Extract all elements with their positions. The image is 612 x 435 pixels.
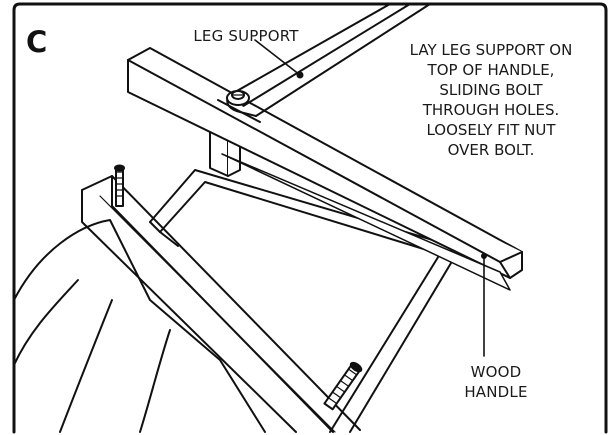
- wood-handle-label-line: WOOD: [470, 363, 522, 381]
- chair-cushion-seam: [139, 329, 171, 433]
- chair-cushion: [13, 219, 266, 433]
- bottom-bolt: [323, 361, 363, 411]
- leg-support-leader: [254, 39, 301, 76]
- wood-handle-label-line: HANDLE: [464, 383, 528, 401]
- instruction-line: TOP OF HANDLE,: [427, 61, 555, 79]
- instruction-line: THROUGH HOLES.: [422, 101, 560, 119]
- chair-cushion-curve-2: [59, 299, 113, 433]
- leg-support-label: LEG SUPPORT: [193, 27, 299, 45]
- instruction-line: LAY LEG SUPPORT ON: [409, 41, 573, 59]
- top-bolt-nut: [226, 90, 250, 106]
- step-letter: C: [26, 25, 48, 59]
- instruction-text: LAY LEG SUPPORT ON TOP OF HANDLE, SLIDIN…: [386, 40, 596, 160]
- panel-frame: [12, 2, 608, 434]
- leg-support-bar: [217, 3, 431, 123]
- chair-cushion-curve: [13, 279, 79, 366]
- instruction-line: SLIDING BOLT: [439, 81, 543, 99]
- lower-rail: [81, 175, 361, 433]
- instruction-line: LOOSELY FIT NUT: [426, 121, 556, 139]
- instruction-line: OVER BOLT.: [447, 141, 535, 159]
- left-bolt: [114, 164, 125, 207]
- wood-handle-label: WOOD HANDLE: [446, 362, 546, 402]
